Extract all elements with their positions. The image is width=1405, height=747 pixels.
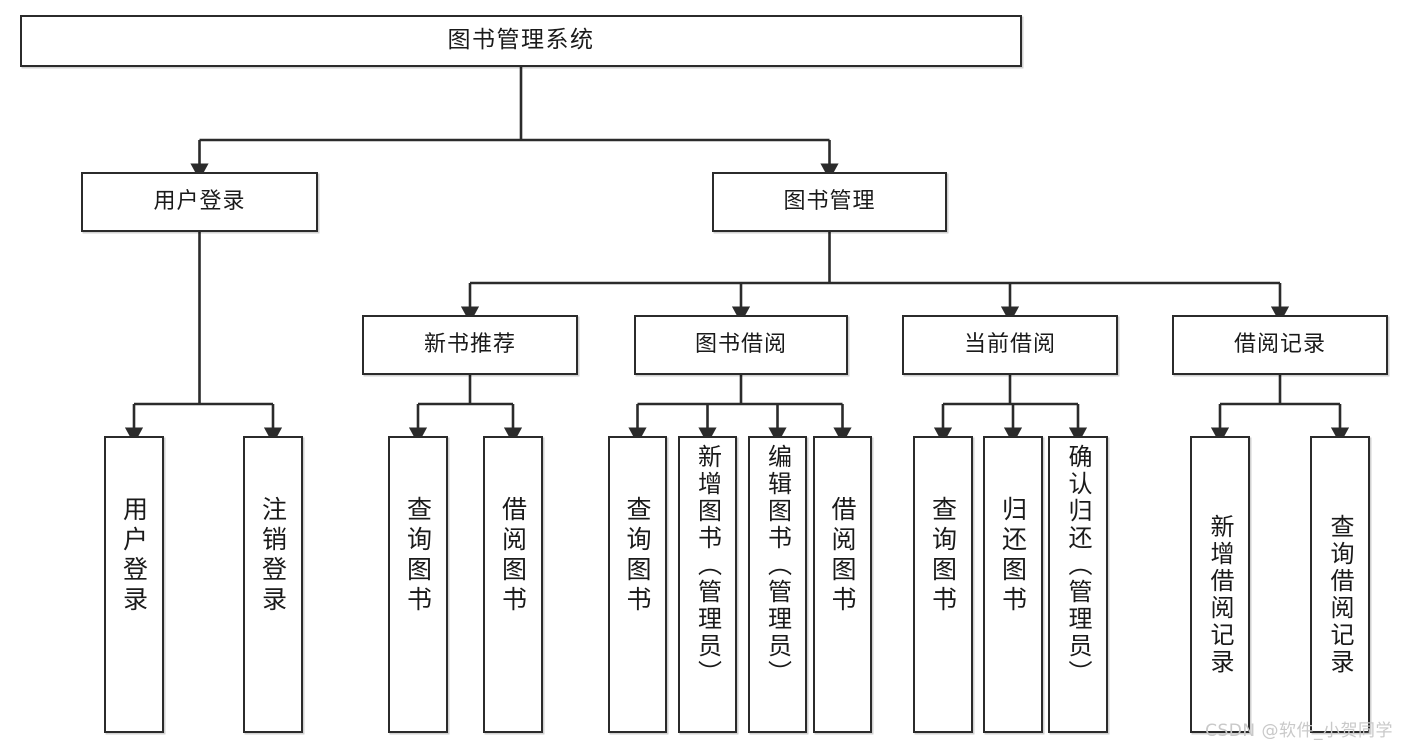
leaf-edit-book-admin[interactable]: 编辑图书（管理员） [748, 436, 807, 733]
leaf-logout[interactable]: 注销登录 [243, 436, 303, 733]
node-label: 查询借阅记录 [1326, 514, 1354, 676]
leaf-add-book-admin[interactable]: 新增图书（管理员） [678, 436, 737, 733]
leaf-borrow-book-new-recommend[interactable]: 借阅图书 [483, 436, 543, 733]
node-label: 查询图书 [403, 496, 433, 616]
node-label: 注销登录 [258, 496, 288, 616]
node-user-login[interactable]: 用户登录 [81, 172, 318, 232]
node-book-borrow[interactable]: 图书借阅 [634, 315, 848, 375]
node-book-management[interactable]: 图书管理 [712, 172, 947, 232]
node-label: 新增借阅记录 [1206, 514, 1234, 676]
node-borrow-record[interactable]: 借阅记录 [1172, 315, 1388, 375]
node-label: 当前借阅 [963, 332, 1056, 358]
node-label: 编辑图书（管理员） [763, 444, 792, 687]
node-label: 图书管理 [783, 189, 876, 215]
leaf-return-book[interactable]: 归还图书 [983, 436, 1043, 733]
node-label: 用户登录 [153, 189, 246, 215]
leaf-confirm-return-admin[interactable]: 确认归还（管理员） [1048, 436, 1108, 733]
leaf-borrow-book[interactable]: 借阅图书 [813, 436, 872, 733]
node-label: 查询图书 [623, 496, 652, 616]
node-label: 图书管理系统 [447, 27, 595, 54]
node-new-book-recommend[interactable]: 新书推荐 [362, 315, 578, 375]
node-label: 图书借阅 [694, 332, 787, 358]
node-current-borrow[interactable]: 当前借阅 [902, 315, 1118, 375]
node-label: 借阅记录 [1233, 332, 1326, 358]
node-label: 归还图书 [998, 496, 1028, 616]
node-label: 借阅图书 [828, 496, 857, 616]
leaf-query-borrow-record[interactable]: 查询借阅记录 [1310, 436, 1370, 733]
node-label: 用户登录 [119, 496, 149, 616]
node-label: 新增图书（管理员） [693, 444, 722, 687]
watermark: CSDN @软件_小贺同学 [1205, 721, 1393, 741]
leaf-add-borrow-record[interactable]: 新增借阅记录 [1190, 436, 1250, 733]
node-label: 借阅图书 [498, 496, 528, 616]
node-label: 确认归还（管理员） [1064, 444, 1092, 687]
leaf-query-book-current-borrow[interactable]: 查询图书 [913, 436, 973, 733]
leaf-query-book-new-recommend[interactable]: 查询图书 [388, 436, 448, 733]
leaf-query-book-borrow[interactable]: 查询图书 [608, 436, 667, 733]
node-label: 查询图书 [928, 496, 958, 616]
leaf-user-login[interactable]: 用户登录 [104, 436, 164, 733]
node-label: 新书推荐 [423, 332, 516, 358]
node-root-book-management-system[interactable]: 图书管理系统 [20, 15, 1022, 67]
